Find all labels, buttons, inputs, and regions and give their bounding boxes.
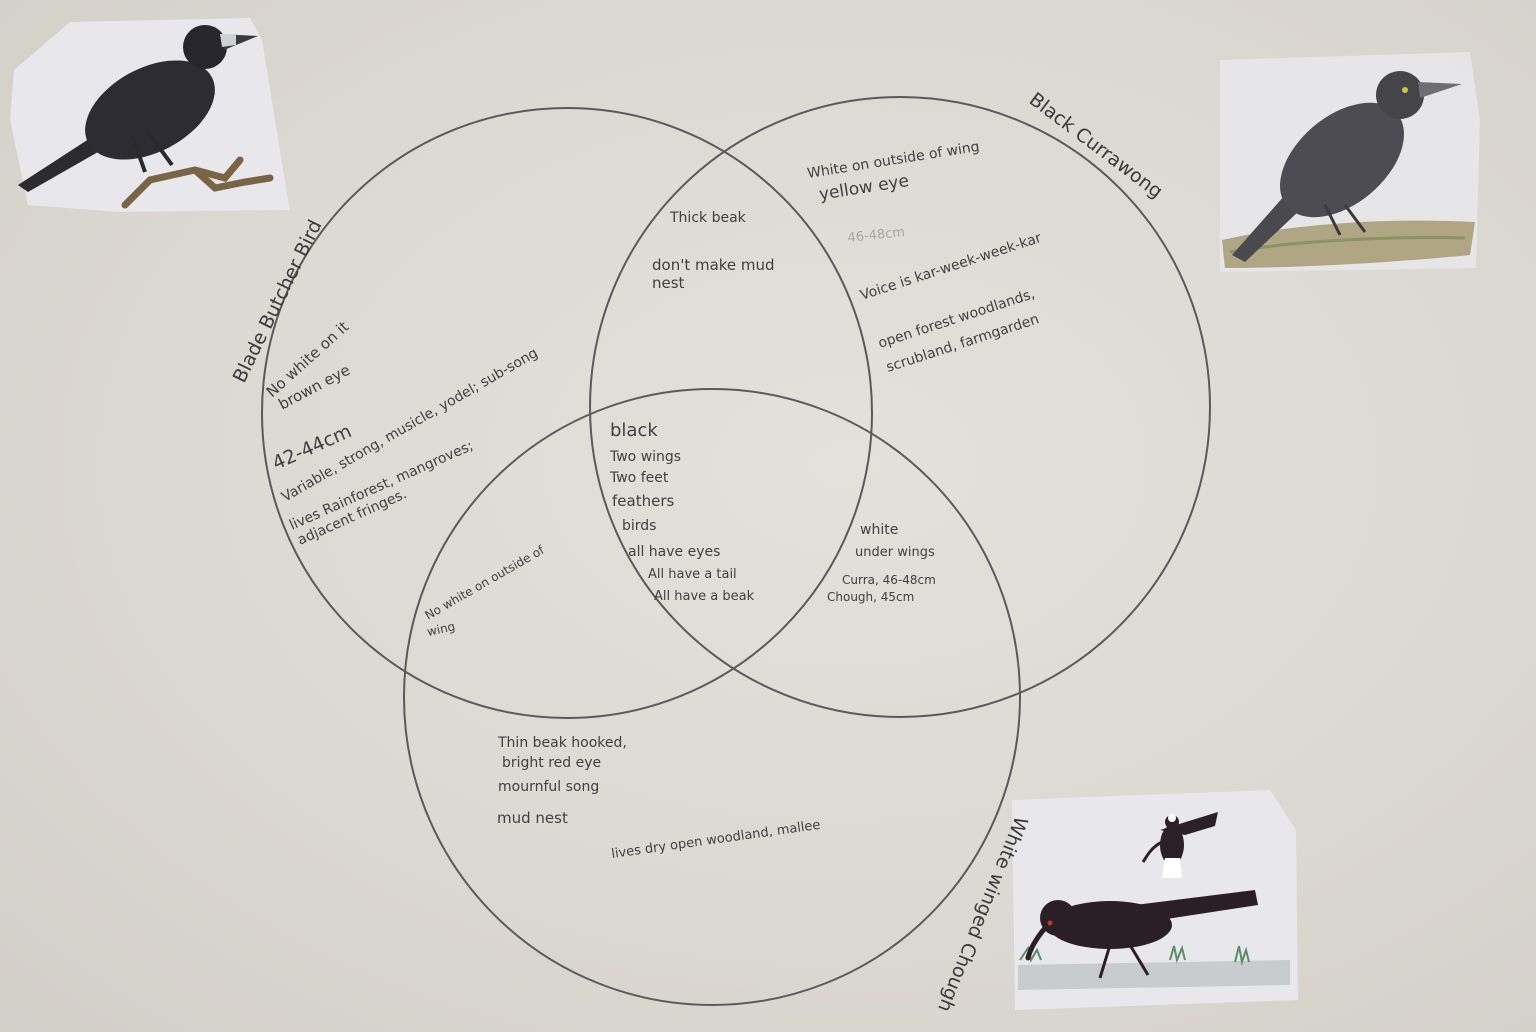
note: wing: [426, 619, 457, 639]
note: bright red eye: [502, 755, 601, 771]
circle-black-butcher-bird: [261, 107, 873, 719]
note: Two feet: [609, 470, 669, 486]
note: lives dry open woodland, mallee: [610, 818, 821, 862]
note: birds: [622, 518, 656, 534]
circle-black-currawong: [589, 96, 1211, 718]
note: Chough, 45cm: [827, 590, 914, 604]
note: No white on outside of: [423, 543, 548, 623]
note: Curra, 46-48cm: [842, 573, 936, 587]
note: feathers: [612, 492, 674, 510]
region-butcher-bird-and-chough: No white on outside of wing: [423, 543, 548, 639]
note: under wings: [855, 545, 935, 560]
note: mournful song: [498, 779, 599, 795]
circle-white-winged-chough: [403, 388, 1021, 1006]
note: All have a beak: [654, 589, 755, 604]
note: nest: [652, 274, 685, 292]
note: don't make mud: [652, 256, 775, 274]
note: All have a tail: [648, 567, 737, 582]
region-chough-only: Thin beak hooked, bright red eye mournfu…: [497, 735, 821, 862]
region-currawong-and-chough: white under wings Curra, 46-48cm Chough,…: [827, 522, 936, 604]
note: Thin beak hooked,: [497, 735, 627, 751]
black-currawong-picture: [1220, 52, 1480, 272]
note: mud nest: [497, 809, 568, 827]
note: Two wings: [609, 449, 681, 465]
region-currawong-only: White on outside of wing yellow eye 46-4…: [806, 139, 1044, 376]
region-all-three: black Two wings Two feet feathers birds …: [609, 420, 755, 604]
note: all have eyes: [628, 544, 720, 560]
region-butcher-bird-and-currawong: Thick beak don't make mud nest: [652, 210, 775, 292]
region-butcher-bird-only: No white on it brown eye 42-44cm Variabl…: [263, 318, 541, 549]
black-butcher-bird-picture: [10, 18, 290, 212]
note: white: [860, 522, 898, 538]
faint-note: 46-48cm: [847, 225, 906, 246]
note: black: [610, 420, 658, 441]
note: Thick beak: [669, 210, 747, 226]
white-winged-chough-picture: [1012, 790, 1298, 1010]
set-label-black-currawong: Black Currawong: [1025, 88, 1167, 202]
